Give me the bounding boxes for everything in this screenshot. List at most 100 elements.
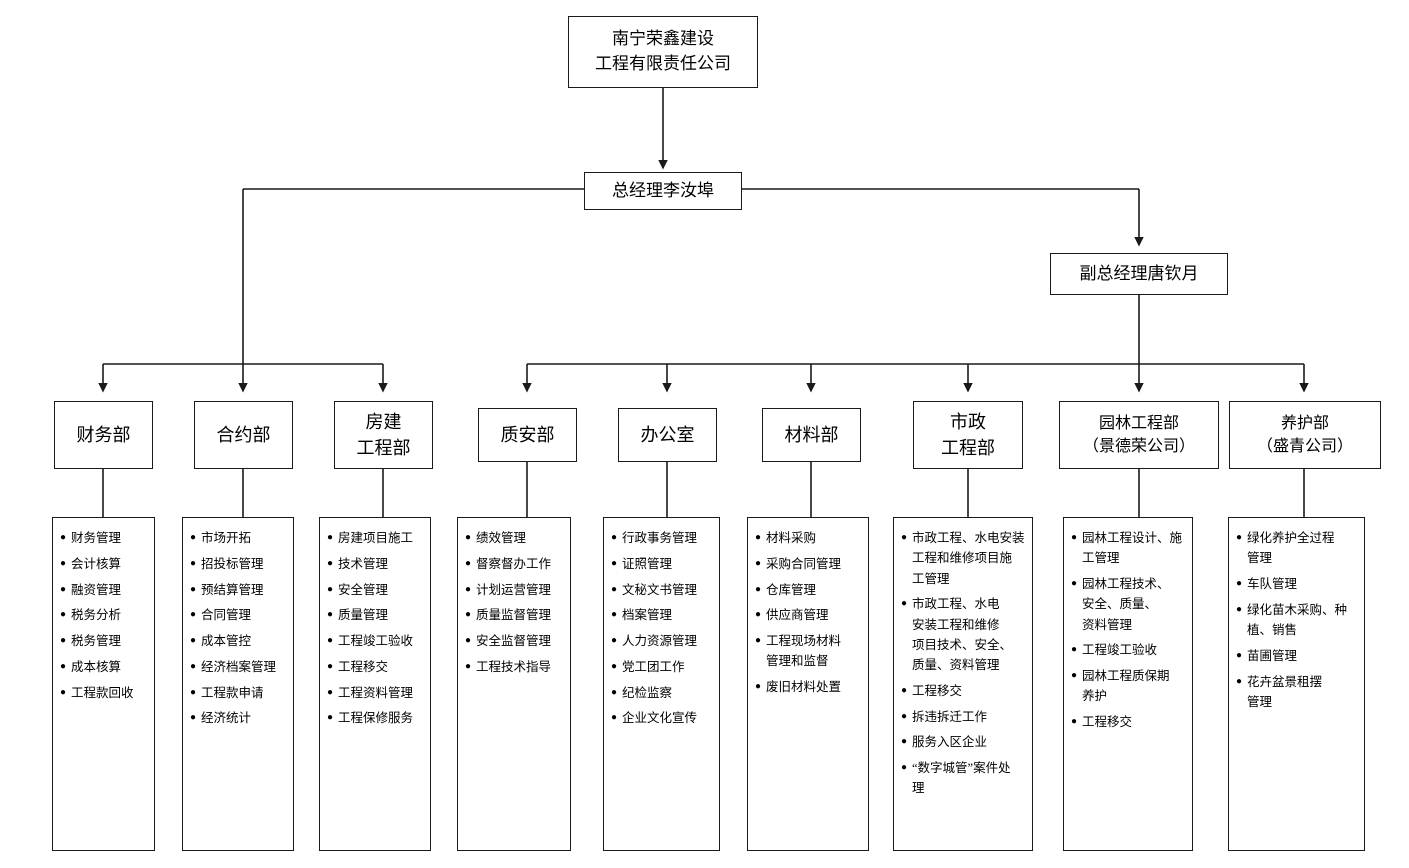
duty-item-text: 质量管理 [338,608,389,623]
node-dept-office[interactable]: 办公室 [618,408,717,462]
duty-item: 技术管理 [327,554,425,574]
duty-item-text: 工程款回收 [71,685,134,700]
duty-item-text: 仓库管理 [766,582,817,597]
duty-item-text: 工程移交 [338,659,389,674]
duty-item: 合同管理 [190,605,288,625]
node-dept-landscape[interactable]: 园林工程部 （景德荣公司） [1059,401,1219,469]
duty-item-text: 档案管理 [622,608,673,623]
duty-item-text: 预结算管理 [201,582,264,597]
duty-item: 市场开拓 [190,528,288,548]
duty-item-text: 市场开拓 [201,531,252,545]
duty-item-text: 税务管理 [71,634,122,648]
duty-item-text: 纪检监察 [622,685,673,700]
duty-list-quality-safety: 绩效管理督察督办工作计划运营管理质量监督管理安全监督管理工程技术指导 [465,528,565,677]
node-deputy-general-manager[interactable]: 副总经理唐钦月 [1050,253,1228,295]
duty-item-text: 材料采购 [766,531,817,545]
node-dept-municipal[interactable]: 市政 工程部 [913,401,1023,469]
duty-item-text: 工程技术指导 [476,659,552,674]
duty-item-text-continued: 工程和维修项目施 [912,551,1013,566]
duty-item-text: 房建项目施工 [338,531,414,545]
duty-item: 工程竣工验收 [1071,640,1187,660]
duty-item-text: 工程保修服务 [338,711,414,726]
duty-item-text: 合同管理 [201,608,252,623]
duty-item: 督察督办工作 [465,554,565,574]
duty-panel-contract: 市场开拓招投标管理预结算管理合同管理成本管控经济档案管理工程款申请经济统计 [182,517,294,851]
node-dept-finance[interactable]: 财务部 [54,401,153,469]
node-dept-housing[interactable]: 房建 工程部 [334,401,433,469]
duty-item-text-continued: 管理 [1247,694,1273,709]
duty-panel-finance: 财务管理会计核算融资管理税务分析税务管理成本核算工程款回收 [52,517,155,851]
duty-item-text: 会计核算 [71,556,122,571]
node-dept-municipal-label: 市政 工程部 [941,411,995,458]
node-general-manager[interactable]: 总经理李汝埠 [584,172,742,210]
node-dept-material[interactable]: 材料部 [762,408,861,462]
duty-item-text-continued: 安全、质量、 [1082,597,1158,612]
node-company-label: 南宁荣鑫建设 工程有限责任公司 [595,29,731,73]
duty-item: 供应商管理 [755,605,863,625]
duty-item-text: 废旧材料处置 [766,680,842,694]
duty-item-text: 督察督办工作 [476,556,552,571]
duty-item-text: 安全管理 [338,582,389,597]
duty-list-office: 行政事务管理证照管理文秘文书管理档案管理人力资源管理党工团工作纪检监察企业文化宣… [611,528,714,729]
duty-item-text: 行政事务管理 [622,531,698,545]
duty-item: 采购合同管理 [755,554,863,574]
duty-item-text: 企业文化宣传 [622,711,698,726]
duty-panel-maintenance: 绿化养护全过程管理车队管理绿化苗木采购、种植、销售苗圃管理花卉盆景租摆管理 [1228,517,1365,851]
duty-item: 证照管理 [611,554,714,574]
node-dept-landscape-label: 园林工程部 （景德荣公司） [1082,414,1195,455]
duty-item: 安全监督管理 [465,631,565,651]
duty-item-text-continued: 植、销售 [1247,623,1298,637]
duty-panel-material: 材料采购采购合同管理仓库管理供应商管理工程现场材料管理和监督废旧材料处置 [747,517,869,851]
duty-item-text: 园林工程技术、 [1082,577,1170,591]
duty-list-housing: 房建项目施工技术管理安全管理质量管理工程竣工验收工程移交工程资料管理工程保修服务 [327,528,425,729]
duty-item: 安全管理 [327,580,425,600]
duty-item-text: 绿化苗木采购、种 [1247,602,1348,617]
duty-item: 工程移交 [1071,712,1187,732]
duty-item-text: 苗圃管理 [1247,648,1298,663]
duty-item-text: 园林工程质保期 [1082,669,1170,683]
duty-item-text: 证照管理 [622,556,673,571]
duty-item: 预结算管理 [190,580,288,600]
duty-item-text: 园林工程设计、施 [1082,531,1183,545]
duty-item-text: 经济统计 [201,711,252,726]
duty-item: 工程移交 [327,657,425,677]
duty-item: 党工团工作 [611,657,714,677]
duty-item-text: 财务管理 [71,531,122,545]
duty-item: 成本核算 [60,657,149,677]
duty-panel-housing: 房建项目施工技术管理安全管理质量管理工程竣工验收工程移交工程资料管理工程保修服务 [319,517,431,851]
duty-item: 废旧材料处置 [755,677,863,697]
duty-list-material: 材料采购采购合同管理仓库管理供应商管理工程现场材料管理和监督废旧材料处置 [755,528,863,697]
duty-item-text-continued: 项目技术、安全、 [912,637,1013,652]
duty-item-text: 成本管控 [201,634,252,648]
duty-item-text: 党工团工作 [622,659,685,674]
node-dept-quality-safety[interactable]: 质安部 [478,408,577,462]
duty-item: 工程技术指导 [465,657,565,677]
duty-item: 材料采购 [755,528,863,548]
duty-item: 会计核算 [60,554,149,574]
duty-item-text-continued: 安装工程和维修 [912,617,1000,632]
duty-item: 纪检监察 [611,683,714,703]
duty-list-contract: 市场开拓招投标管理预结算管理合同管理成本管控经济档案管理工程款申请经济统计 [190,528,288,729]
duty-item-text: 车队管理 [1247,577,1298,591]
duty-item-text: 工程竣工验收 [338,634,414,648]
duty-item: 行政事务管理 [611,528,714,548]
node-dept-maintenance[interactable]: 养护部 （盛青公司） [1229,401,1381,469]
duty-list-finance: 财务管理会计核算融资管理税务分析税务管理成本核算工程款回收 [60,528,149,703]
node-dept-office-label: 办公室 [640,424,695,445]
duty-item: 房建项目施工 [327,528,425,548]
duty-item: 苗圃管理 [1236,646,1359,666]
duty-item-text: 招投标管理 [201,556,264,571]
duty-item-text: 花卉盆景租摆 [1247,674,1323,689]
duty-item: 经济统计 [190,708,288,728]
node-dept-contract[interactable]: 合约部 [194,401,293,469]
node-company[interactable]: 南宁荣鑫建设 工程有限责任公司 [568,16,758,88]
duty-item: 税务分析 [60,605,149,625]
duty-list-maintenance: 绿化养护全过程管理车队管理绿化苗木采购、种植、销售苗圃管理花卉盆景租摆管理 [1236,528,1359,712]
duty-item: 工程款申请 [190,683,288,703]
duty-item-text: 市政工程、水电安装 [912,531,1025,545]
duty-item: 拆违拆迁工作 [901,707,1027,727]
